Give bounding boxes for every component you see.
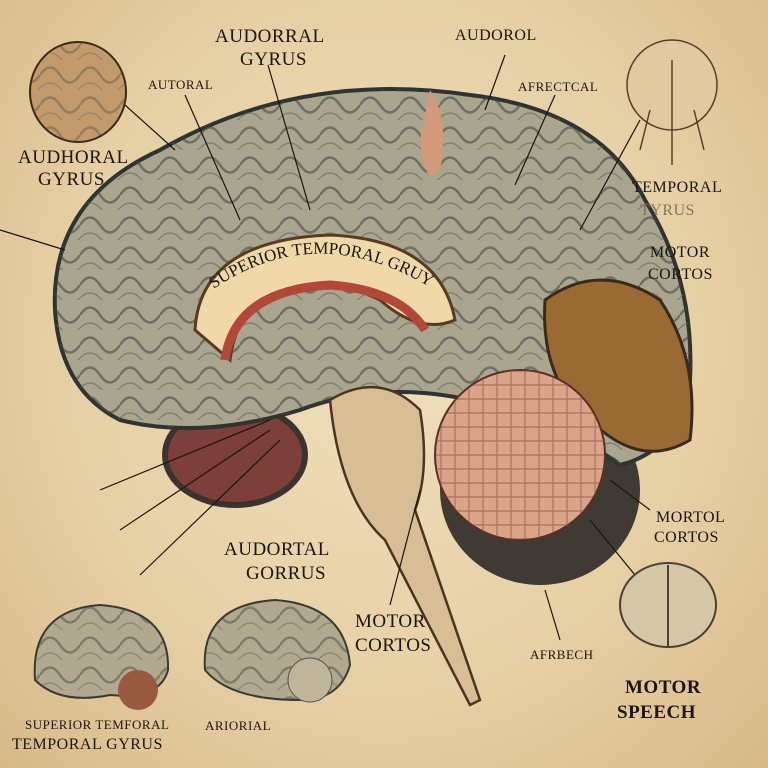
label-right-motor-1: MOTOR (650, 244, 710, 261)
label-top-center-2: GYRUS (240, 49, 307, 70)
small-sketch-top-right (626, 39, 718, 165)
label-bottom-motor-1: MOTOR (355, 611, 426, 632)
label-top-center-1: AUDORRAL (215, 26, 325, 47)
label-lower-center-2: GORRUS (246, 563, 327, 584)
label-left-1: AUDHORAL (18, 147, 129, 168)
label-lower-right-2: CORTOS (654, 529, 719, 546)
label-upper-left-small: AUTORAL (148, 77, 214, 92)
frontal-highlight (420, 90, 444, 176)
label-bottom-right-1: MOTOR (625, 677, 702, 698)
label-right-temporal-1: TEMPORAL (632, 179, 723, 196)
label-lower-center-1: AUDORTAL (224, 539, 330, 560)
mini-brain-coronal (619, 562, 717, 648)
leader-lines (0, 54, 651, 641)
label-bottom-mid-small: ARIORIAL (205, 718, 272, 733)
label-bottom-small: AFRBECH (530, 647, 594, 662)
label-upper-right-small: AFRECTCAL (518, 79, 599, 94)
mini-brain-bottom-middle (203, 598, 352, 703)
label-bottom-left-1: SUPERIOR TEMFORAL (25, 717, 170, 732)
label-left-2: GYRUS (38, 169, 105, 190)
label-bottom-motor-2: CORTOS (355, 635, 432, 656)
label-right-temporal-2: TYRUS (640, 202, 695, 219)
label-top-right-small: AUDOROL (455, 27, 537, 44)
label-bottom-right-2: SPEECH (617, 702, 697, 723)
mini-brain-bottom-left (33, 603, 170, 710)
label-right-motor-2: CORTOS (648, 266, 713, 283)
label-lower-right-1: MORTOL (656, 509, 726, 526)
small-brain-top-left (29, 41, 127, 143)
label-bottom-left-2: TEMPORAL GYRUS (12, 736, 163, 753)
